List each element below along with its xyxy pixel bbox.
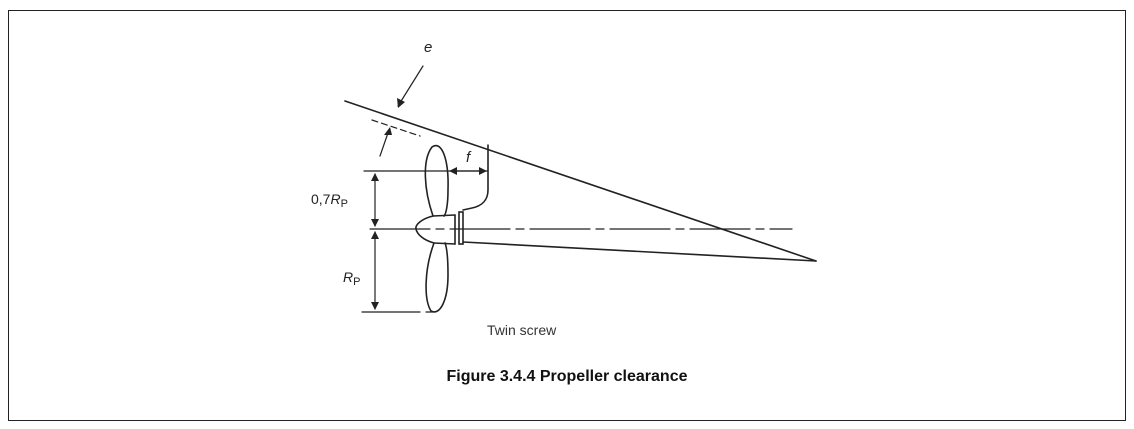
e-leader-line	[397, 65, 424, 107]
label-rp: RP	[343, 269, 360, 288]
f-arrow-left	[449, 167, 457, 175]
e-lower-arrowhead	[384, 127, 392, 135]
figure-caption: Figure 3.4.4 Propeller clearance	[446, 368, 688, 385]
propeller-lower-blade	[425, 242, 449, 313]
f-arrow-right	[479, 167, 487, 175]
twin-screw-label: Twin screw	[487, 322, 557, 338]
propeller-upper-blade	[424, 144, 449, 217]
label-07rp-r: R	[330, 191, 340, 207]
e-offset-line	[371, 119, 421, 137]
shaft-flange	[458, 211, 464, 245]
label-07rp-sub: P	[341, 198, 348, 210]
propeller-hub	[415, 214, 456, 245]
rp-arrow-up	[371, 231, 379, 239]
label-07rp: 0,7RP	[311, 191, 348, 210]
hull-bottom-line	[462, 241, 817, 262]
strut	[462, 144, 489, 211]
label-e: e	[424, 39, 432, 56]
e-arrowhead	[397, 98, 405, 108]
label-rp-sub: P	[353, 276, 360, 288]
rp-arrow-down	[371, 302, 379, 310]
figure-frame	[8, 10, 1126, 421]
r07-arrow-up	[371, 173, 379, 181]
label-07rp-prefix: 0,7	[311, 191, 331, 207]
r07-arrow-down	[371, 219, 379, 227]
hull-top-line	[344, 100, 817, 262]
label-rp-r: R	[343, 269, 353, 285]
label-f: f	[466, 149, 472, 166]
